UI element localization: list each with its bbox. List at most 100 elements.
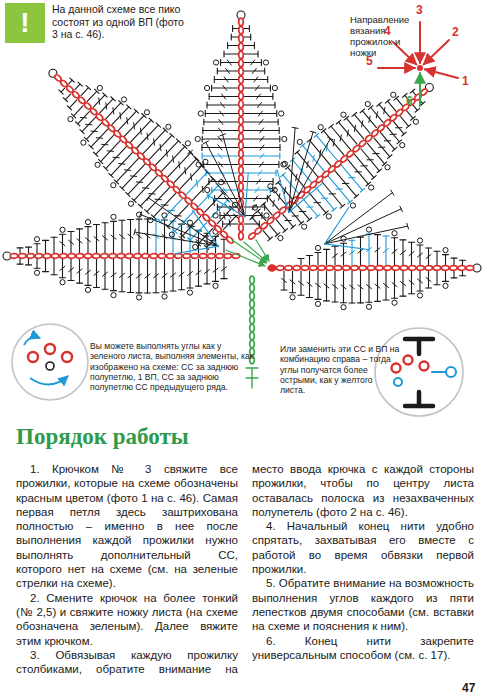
stitch-line — [244, 28, 249, 29]
stitch-top — [77, 228, 83, 229]
stitch-slash — [375, 284, 380, 288]
stitch-slash — [133, 123, 135, 129]
chain-stitch — [239, 224, 244, 232]
fan-stitch — [223, 135, 245, 217]
direction-arrow — [424, 40, 449, 65]
stitch-line — [74, 106, 84, 116]
picot-loop — [272, 85, 277, 90]
stitch-top — [358, 302, 364, 303]
stitch-slash — [390, 134, 396, 135]
callout-text: Вы можете выполнять углы как у зеленого … — [90, 341, 256, 392]
stitch-slash — [284, 187, 285, 193]
stitch-line — [270, 225, 278, 234]
chain-stitch — [359, 266, 367, 271]
stitch-top — [421, 102, 426, 106]
note-badge: ! — [5, 3, 45, 43]
stitch-line — [244, 36, 251, 37]
stitch-line — [143, 130, 165, 154]
stitch-line — [462, 260, 463, 265]
stitch-top — [417, 290, 423, 291]
stitch-line — [387, 127, 399, 142]
stitch-slash — [60, 266, 65, 270]
stitch-top — [307, 255, 313, 256]
stitch-slash — [218, 145, 222, 150]
stitch-slash — [257, 103, 261, 108]
picot-loop — [111, 214, 116, 219]
stitch-slash — [392, 249, 397, 253]
stitch-slash — [426, 277, 431, 281]
stitch-line — [300, 259, 301, 265]
picot-loop — [111, 293, 116, 298]
stitch-top — [410, 89, 415, 93]
stitch-top — [80, 130, 84, 134]
stitch-top — [220, 134, 226, 136]
chain-stitch — [239, 26, 244, 34]
picot-loop — [60, 227, 65, 232]
stitch-top — [270, 187, 271, 193]
stitch-slash — [379, 147, 385, 148]
stitch-slash — [149, 193, 155, 195]
stitch-line — [348, 160, 368, 184]
chain-stitch — [420, 362, 429, 371]
stitch-top — [415, 108, 420, 112]
stitch-slash — [333, 140, 334, 146]
stitch-slash — [324, 284, 329, 288]
blue-stitch — [207, 195, 245, 217]
stitch-slash — [94, 271, 99, 275]
chain-stitch — [400, 266, 408, 271]
stitch-slash — [254, 77, 258, 82]
stitch-line — [124, 116, 144, 137]
stitch-slash — [120, 235, 125, 239]
picot-loop — [369, 185, 374, 190]
stitch-slash — [162, 204, 168, 206]
stitch-top — [223, 51, 224, 57]
stitch-line — [288, 167, 305, 187]
chain-stitch — [166, 254, 174, 259]
stitch-top — [227, 43, 228, 49]
stitch-line — [180, 165, 202, 189]
stitch-top — [460, 260, 466, 261]
chain-stitch — [326, 266, 334, 271]
stitch-slash — [333, 285, 338, 289]
stitch-line — [244, 45, 254, 46]
stitch-slash — [418, 279, 423, 283]
stitch-top — [138, 204, 142, 208]
chain-stitch — [250, 316, 255, 324]
stitch-slash — [260, 128, 264, 133]
stitch-top — [17, 247, 23, 248]
chain-stitch — [285, 266, 293, 271]
stitch-top — [383, 235, 389, 236]
picot-loop — [111, 183, 116, 188]
chain-stitch — [150, 254, 158, 259]
stitch-line — [436, 271, 437, 285]
stitch-top — [102, 289, 108, 290]
stitch-line — [258, 211, 266, 220]
stitch-line — [252, 218, 259, 226]
stitch-top — [128, 292, 134, 293]
stitch-top — [126, 192, 130, 196]
start-loop — [268, 264, 276, 272]
stitch-line — [413, 105, 417, 110]
stitch-slash — [329, 193, 335, 194]
inset-circle — [375, 328, 463, 416]
stitch-slash — [196, 180, 198, 186]
stitch-line — [263, 204, 272, 215]
direction-arrow — [419, 73, 421, 106]
stitch-top — [26, 264, 32, 265]
chain-stitch — [250, 324, 255, 332]
stitch-top — [290, 292, 296, 293]
stitch-top — [85, 226, 91, 227]
stitch-top — [460, 275, 466, 276]
chain-stitch — [334, 266, 342, 271]
stitch-top — [254, 43, 255, 49]
stitch-slash — [136, 181, 142, 183]
stitch-top — [409, 293, 415, 294]
chain-stitch — [250, 332, 255, 340]
chain-stitch — [92, 254, 100, 259]
stitch-top — [392, 147, 397, 151]
chain-stitch — [239, 232, 244, 240]
green-arrows — [226, 240, 269, 266]
stitch-line — [341, 165, 362, 190]
chain-stitch — [375, 266, 383, 271]
picot-loop — [136, 212, 141, 217]
